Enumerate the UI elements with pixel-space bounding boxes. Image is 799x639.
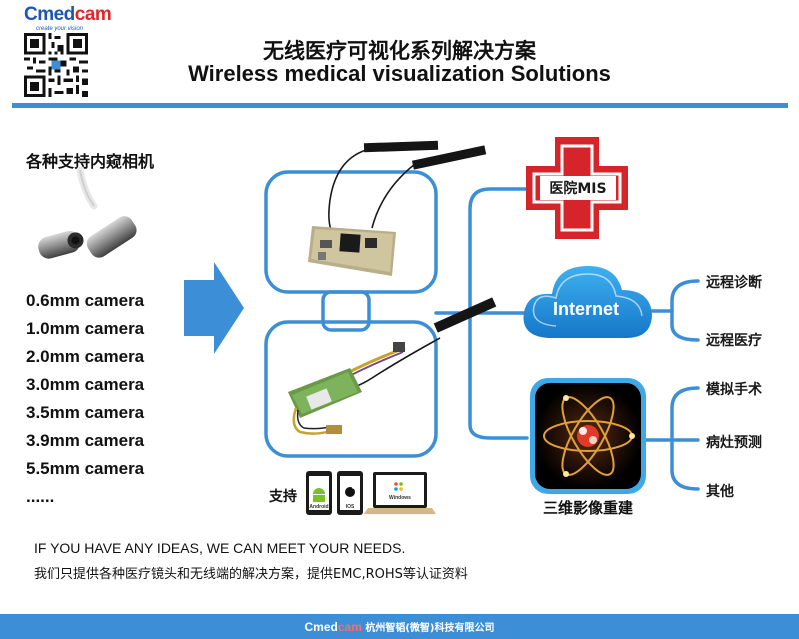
atom-reconstruction-icon xyxy=(530,378,646,494)
branch-remote-diagnosis: 远程诊断 xyxy=(706,275,762,291)
flow-arrow-icon xyxy=(184,262,244,354)
hospital-mis-label: 医院MIS xyxy=(549,181,607,197)
platform-android-label: Android xyxy=(309,504,329,510)
brand-logo: Cmedcam xyxy=(24,4,112,25)
branch-other: 其他 xyxy=(706,484,734,500)
footer-company: Cmedcam 杭州智韬(微智)科技有限公司 xyxy=(0,619,799,634)
branch-telemedicine: 远程医疗 xyxy=(706,333,762,349)
list-item: 3.9mm camera xyxy=(26,431,145,450)
brand-tagline: create your vision xyxy=(36,26,84,32)
support-label: 支持 xyxy=(269,489,297,505)
footer-logo: Cmedcam xyxy=(304,620,362,634)
endoscope-camera-icon xyxy=(38,166,137,259)
branch-surgery-simulation: 模拟手术 xyxy=(706,382,762,398)
list-item: ...... xyxy=(26,487,55,506)
ios-phone-icon xyxy=(337,471,363,515)
list-item: 5.5mm camera xyxy=(26,459,145,478)
internet-label: Internet xyxy=(552,299,619,319)
page-title-chinese: 无线医疗可视化系列解决方案 xyxy=(263,39,536,63)
branch-lesion-prediction: 病灶预测 xyxy=(706,435,762,451)
page-title-english: Wireless medical visualization Solutions xyxy=(188,61,611,86)
list-item: 0.6mm camera xyxy=(26,291,145,310)
qr-code-icon xyxy=(24,33,88,97)
hospital-cross-icon xyxy=(526,137,628,239)
platform-windows-label: Windows xyxy=(389,495,411,501)
wireless-board-icon xyxy=(308,140,487,276)
list-item: 1.0mm camera xyxy=(26,319,145,338)
footer-bar xyxy=(0,614,799,639)
platform-ios-label: IOS xyxy=(345,504,355,510)
list-item: 3.0mm camera xyxy=(26,375,145,394)
camera-list: 0.6mm camera 1.0mm camera 2.0mm camera 3… xyxy=(26,287,144,511)
list-item: 2.0mm camera xyxy=(26,347,145,366)
3d-reconstruction-label: 三维影像重建 xyxy=(542,499,633,517)
footer-tagline-english: IF YOU HAVE ANY IDEAS, WE CAN MEET YOUR … xyxy=(34,540,406,556)
windows-laptop-icon xyxy=(364,472,436,514)
android-phone-icon xyxy=(306,471,332,515)
camera-section-heading: 各种支持内窥相机 xyxy=(26,152,155,171)
header-divider xyxy=(12,103,788,108)
wireless-module-icon xyxy=(288,297,497,435)
footer-tagline-chinese: 我们只提供各种医疗镜头和无线端的解决方案，提供EMC,ROHS等认证资料 xyxy=(34,567,468,582)
company-name: 杭州智韬(微智)科技有限公司 xyxy=(365,623,495,634)
internet-cloud-icon xyxy=(523,266,652,338)
list-item: 3.5mm camera xyxy=(26,403,145,422)
